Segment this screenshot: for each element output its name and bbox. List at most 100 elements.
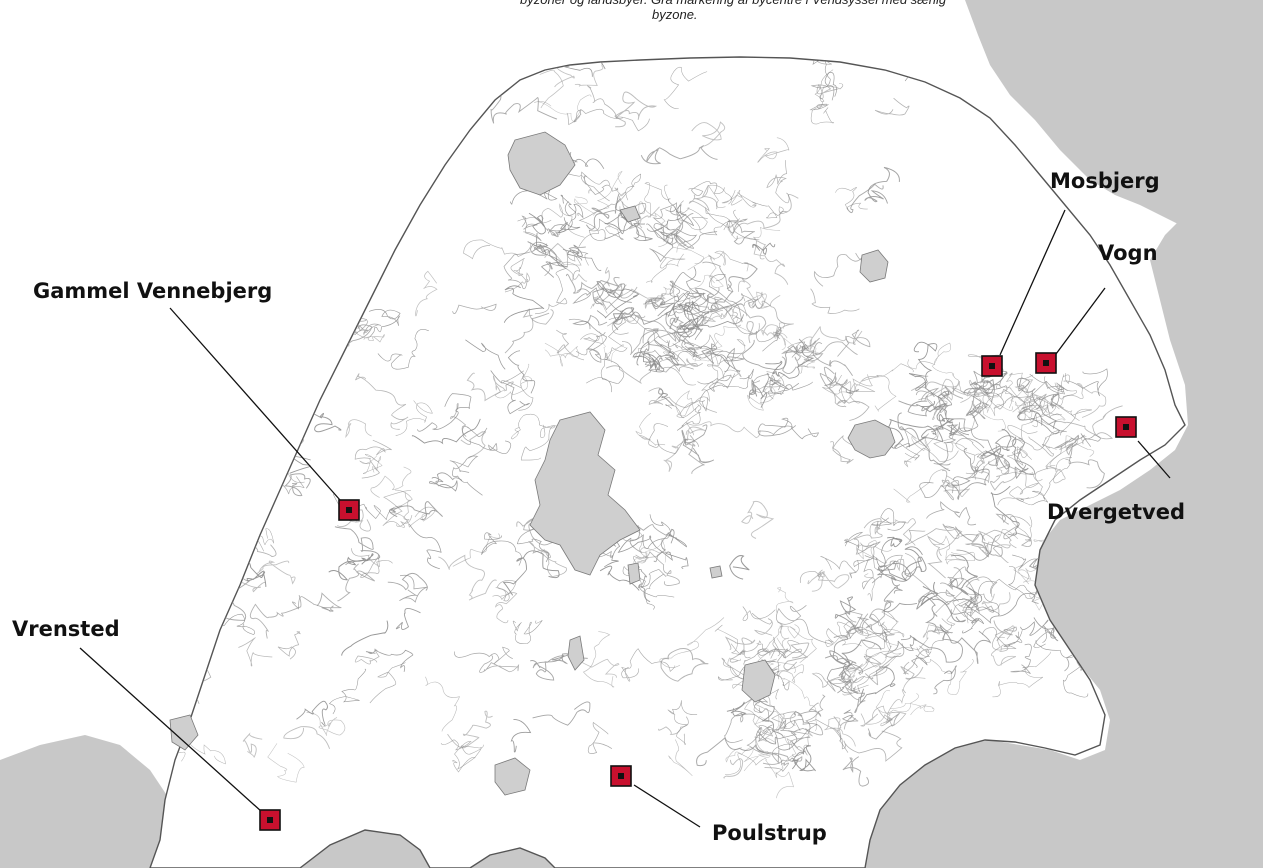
contour-line <box>527 233 565 267</box>
contour-line <box>968 379 993 397</box>
contour-line <box>490 86 558 124</box>
contour-line <box>365 649 414 672</box>
marker-poulstrup[interactable] <box>610 765 632 787</box>
contour-line <box>869 518 916 546</box>
label-poulstrup: Poulstrup <box>712 821 827 845</box>
marker-vrensted[interactable] <box>259 809 281 831</box>
town-area-south <box>741 659 776 703</box>
contour-line <box>1013 564 1032 585</box>
contour-line <box>824 717 856 747</box>
contour-line <box>931 388 982 433</box>
contour-line <box>746 291 768 309</box>
contour-line <box>951 447 990 501</box>
contour-line <box>775 605 833 645</box>
contour-line <box>370 466 412 498</box>
town-area-center <box>847 419 896 459</box>
contour-line <box>759 20 805 35</box>
contour-line <box>828 388 870 421</box>
contour-line <box>612 307 635 331</box>
contour-line <box>787 341 806 358</box>
contour-line <box>761 624 800 652</box>
marker-gammel-vennebjerg[interactable] <box>338 499 360 521</box>
town-area-southwest <box>494 757 531 796</box>
contour-line <box>871 508 906 531</box>
contour-line <box>530 241 562 278</box>
contour-line <box>677 318 704 360</box>
contour-line <box>830 663 869 692</box>
contour-line <box>617 535 689 569</box>
contour-line <box>354 439 392 479</box>
contour-line <box>1048 405 1123 440</box>
contour-line <box>1010 516 1033 541</box>
contour-line <box>766 160 790 204</box>
contour-line <box>880 677 926 727</box>
contour-line <box>588 184 619 196</box>
contour-line <box>699 368 754 412</box>
contour-line <box>835 187 868 210</box>
contour-line <box>990 459 1018 491</box>
contour-line <box>691 209 740 236</box>
contour-line <box>952 373 999 409</box>
contour-line <box>572 314 608 330</box>
contour-line <box>345 419 372 439</box>
contour-line <box>195 541 223 557</box>
contour-line <box>635 551 680 586</box>
contour-line <box>907 342 954 376</box>
contour-line <box>846 655 882 672</box>
contour-line <box>544 342 579 367</box>
contour-line <box>961 611 985 634</box>
contour-line <box>644 297 675 317</box>
contour-line <box>846 183 884 214</box>
contour-line <box>757 137 790 163</box>
contour-line <box>980 435 1015 470</box>
contour-line <box>824 71 838 101</box>
contour-line <box>970 402 988 420</box>
contour-line <box>399 574 428 603</box>
contour-line <box>425 676 460 732</box>
contour-line <box>994 625 1015 652</box>
contour-line <box>388 501 443 521</box>
contour-line <box>533 243 589 266</box>
marker-dvergetved[interactable] <box>1115 416 1137 438</box>
contour-line <box>408 523 442 570</box>
contour-line <box>864 573 876 602</box>
contour-line <box>648 423 699 455</box>
contour-line <box>460 431 487 459</box>
contour-line <box>221 408 258 433</box>
contour-line <box>799 569 825 583</box>
contour-line <box>893 468 949 503</box>
contour-line <box>638 569 675 610</box>
contour-line <box>697 373 736 392</box>
contour-line <box>696 737 764 767</box>
contour-line <box>512 620 543 645</box>
contour-line <box>765 759 795 799</box>
contour-line <box>789 626 817 663</box>
contour-line <box>296 700 328 727</box>
contour-line <box>714 296 767 344</box>
contour-line <box>289 455 311 474</box>
contour-line <box>705 207 760 241</box>
marker-vogn[interactable] <box>1035 352 1057 374</box>
contour-line <box>150 585 203 614</box>
contour-line <box>685 421 761 439</box>
contour-line <box>1033 627 1059 648</box>
contour-line <box>773 322 788 340</box>
contour-line <box>714 624 742 655</box>
marker-mosbjerg[interactable] <box>981 355 1003 377</box>
contour-line <box>227 421 274 439</box>
contour-line <box>924 613 992 665</box>
contour-line <box>1000 428 1029 473</box>
contour-line <box>556 194 581 234</box>
contour-line <box>810 57 831 89</box>
contour-line <box>449 455 483 496</box>
contour-line <box>687 256 717 277</box>
contour-line <box>920 581 939 606</box>
contour-line <box>955 438 989 465</box>
contour-line <box>819 366 848 392</box>
contour-line <box>150 611 174 633</box>
contour-line <box>277 631 301 660</box>
contour-line <box>844 610 869 634</box>
leader-lines <box>79 209 1171 828</box>
contour-line <box>864 643 905 686</box>
